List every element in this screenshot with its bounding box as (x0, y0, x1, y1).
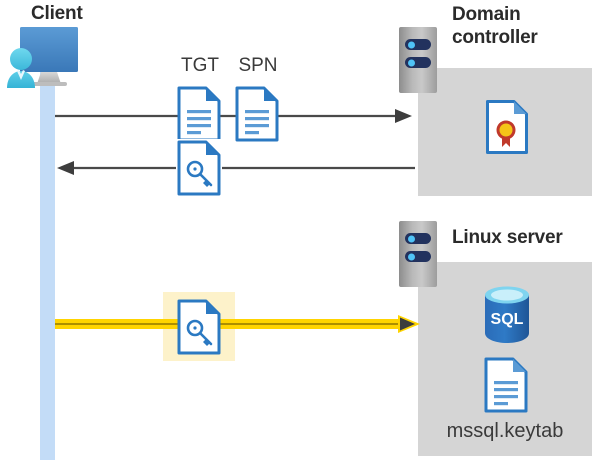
document-key-icon-response (176, 139, 222, 197)
document-lines-icon-tgt (176, 85, 222, 143)
domain-controller-label-line1: Domain (452, 4, 521, 25)
sql-database-label: SQL (491, 311, 524, 328)
server-rack-icon-domain-controller (399, 27, 437, 93)
keytab-filename-label: mssql.keytab (446, 420, 564, 442)
spn-label: SPN (238, 55, 278, 76)
message-arrow-response (55, 157, 415, 179)
client-lifeline (40, 70, 55, 460)
document-lines-icon-spn (234, 85, 280, 143)
document-key-icon-service-ticket (176, 298, 222, 356)
domain-controller-label-line2: controller (452, 27, 538, 48)
server-rack-icon-linux-server (399, 221, 437, 287)
keytab-document-icon (483, 356, 529, 414)
sql-database-icon: SQL (481, 284, 533, 346)
message-arrow-request (55, 105, 415, 127)
certificate-document-icon (485, 99, 529, 155)
user-workstation-icon (4, 25, 94, 95)
message-arrow-service-ticket (55, 313, 420, 335)
linux-server-label: Linux server (452, 227, 563, 248)
tgt-label: TGT (181, 55, 219, 76)
client-label: Client (31, 3, 83, 24)
